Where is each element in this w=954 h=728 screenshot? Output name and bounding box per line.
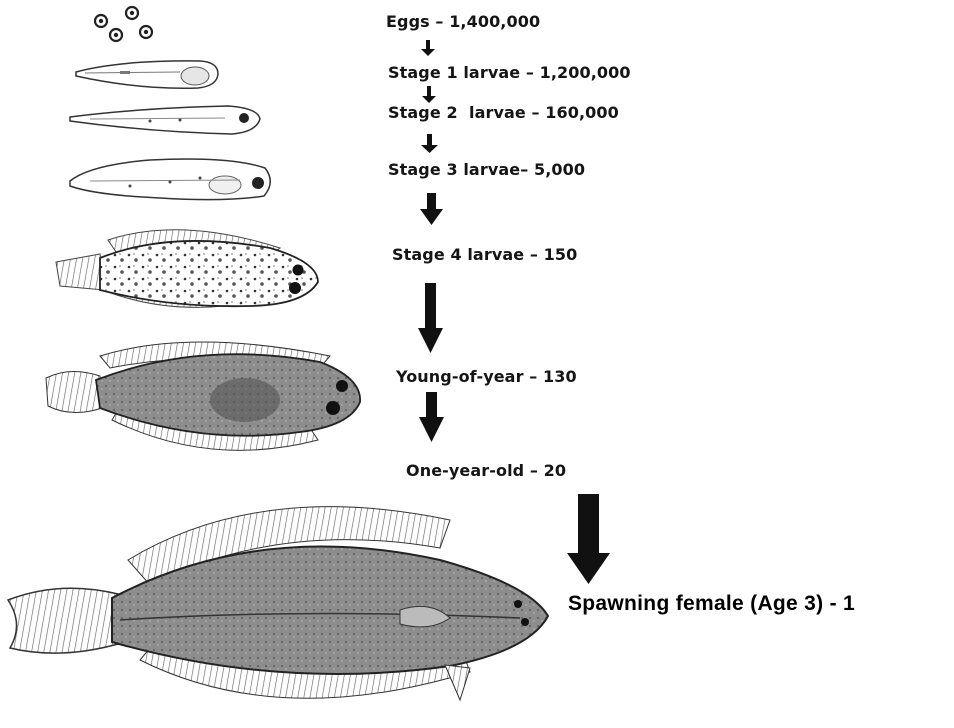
spawning-female-illustration <box>8 507 548 700</box>
egg <box>140 26 152 38</box>
down-arrow <box>419 392 444 442</box>
stage-label-spawning-female: Spawning female (Age 3) - 1 <box>568 592 855 616</box>
stage4-larva-illustration <box>56 230 318 308</box>
egg <box>126 7 138 19</box>
egg <box>110 29 122 41</box>
stage2-larva-illustration <box>70 106 260 134</box>
stage-label-one-year-old: One-year-old – 20 <box>406 461 566 480</box>
down-arrow <box>421 134 438 153</box>
stage-label-stage3: Stage 3 larvae– 5,000 <box>388 160 585 179</box>
stage-label-young-of-year: Young-of-year – 130 <box>396 367 577 386</box>
stage3-larva-illustration <box>70 159 270 200</box>
down-arrow <box>418 283 443 353</box>
stage-label-stage2: Stage 2 larvae – 160,000 <box>388 103 619 122</box>
down-arrow <box>421 40 435 56</box>
down-arrow <box>422 86 436 103</box>
stage-label-eggs: Eggs – 1,400,000 <box>386 12 540 31</box>
down-arrow <box>420 193 443 225</box>
stage-label-stage1: Stage 1 larvae – 1,200,000 <box>388 63 631 82</box>
young-of-year-illustration <box>46 342 360 450</box>
eggs-illustration <box>95 7 152 41</box>
egg <box>95 15 107 27</box>
stage1-larva-illustration <box>76 61 218 88</box>
down-arrow <box>567 494 610 584</box>
stage-label-stage4: Stage 4 larvae – 150 <box>392 245 577 264</box>
